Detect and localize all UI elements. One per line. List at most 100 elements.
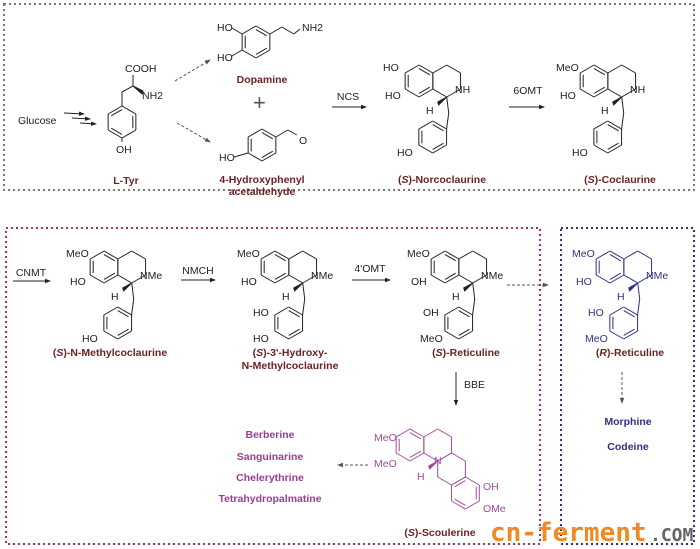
bond [465,476,480,486]
bond [593,64,609,74]
wedge-bond [293,282,304,292]
bond [110,109,123,117]
bond [89,250,105,260]
tetrahydropalmatine-label: Tetrahydropalmatine [218,493,321,505]
bond [444,250,460,260]
bond [110,127,123,135]
bond [255,29,268,37]
bond [121,85,134,93]
stereo-prefix: S [256,347,263,359]
bond [121,105,137,115]
bond [395,428,411,438]
bond [274,306,289,316]
bond [465,500,480,510]
bond [288,250,303,260]
to-hpaa-arrow [176,122,211,143]
atom-label: HO [219,152,235,164]
bond [446,64,461,74]
bond [444,254,457,262]
bond [609,250,625,260]
bond [607,144,622,154]
wedge-bond [628,282,639,292]
bond [623,310,635,318]
bond [255,47,268,55]
bond [117,250,132,260]
bond [117,274,132,284]
glucose-arrow-3 [79,121,97,126]
bond [274,274,290,284]
nmc-labels: MeO HO NMe H HO [66,248,162,345]
wedge-bond [122,282,133,292]
bond [607,142,619,150]
right-box [560,227,695,545]
bond [437,428,452,438]
name-text: -Reticuline [446,347,500,359]
bond [593,144,608,154]
wedge-bond [612,96,623,106]
atom-label: HO [217,52,233,64]
bond [107,105,123,115]
bond [623,306,638,316]
bond [609,306,624,316]
bond [117,330,132,340]
4omt-label: 4'OMT [354,263,386,275]
atom-label: H [601,105,609,117]
bond [432,88,447,98]
bond [261,150,274,158]
bond [458,274,473,284]
bond [131,274,146,284]
bond [255,49,271,59]
atom-label: HO [241,276,257,288]
atom-label: NH2 [142,90,163,102]
top-box [3,3,695,191]
plus-sign: + [253,90,266,115]
codeine-label: Codeine [607,441,649,453]
bond [621,64,636,74]
bond [446,96,450,114]
nmch-label: NMCH [182,265,214,277]
coclaurine-labels: MeO HO NH H HO [556,62,645,159]
bond [609,330,624,340]
ltyr-name: L-Tyr [113,175,138,187]
atom-label: NH [630,84,645,96]
atom-label: N [434,455,442,467]
atom-label: OMe [483,503,506,515]
bond [302,298,306,316]
nmc-structure [89,250,147,340]
atom-label: H [282,291,290,303]
stereo-prefix: S [436,347,443,359]
bond [437,452,452,462]
scoulerine-labels: MeO MeO N H OH OMe [374,432,506,515]
bond [288,306,303,316]
wedge-bond [428,460,439,470]
bond [432,144,447,154]
bond [274,254,287,262]
bond [418,120,433,130]
atom-label: HO [397,147,413,159]
bond [121,129,137,139]
atom-label: HO [253,307,269,319]
hnmc-name-line2: N-Methylcoclaurine [242,360,339,372]
atom-label: HO [82,333,98,345]
atom-label: OH [483,481,499,493]
s-reticuline-structure [430,250,488,340]
bond [430,274,446,284]
cnmt-label: CNMT [16,267,47,279]
wedge-bond [132,85,144,95]
name-text: -N-Methylcoclaurine [67,347,168,359]
stereo-prefix: S [408,527,415,539]
bond [231,49,243,57]
atom-label: H [111,291,119,303]
norcoclaurine-name: (S)-Norcoclaurine [398,174,486,186]
bond [623,274,638,284]
atom-label: MeO [407,248,430,260]
bond [458,306,473,316]
bond [444,274,460,284]
glucose-label: Glucose [18,115,57,127]
hnmc-structure [260,250,318,340]
hpaa-name-line2: acetaldehyde [229,186,296,198]
bond [89,274,105,284]
atom-label: H [417,471,425,483]
atom-label: H [617,291,625,303]
bond [131,282,135,300]
